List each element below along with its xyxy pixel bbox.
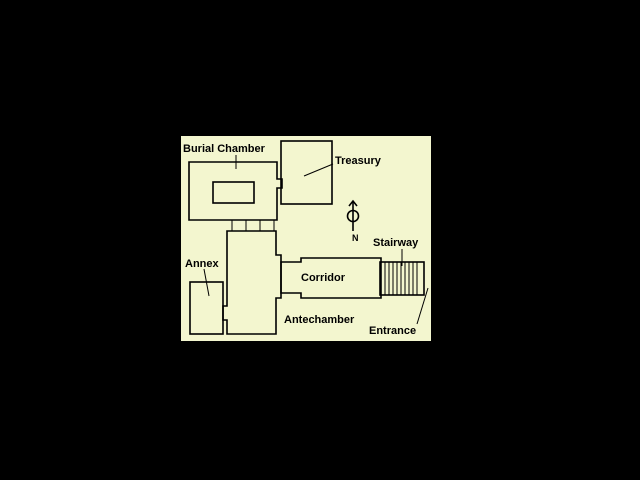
tomb-floor-plan: Burial Chamber Treasury Stairway Annex C… <box>181 136 431 341</box>
burial-chamber-wall <box>188 161 283 221</box>
label-corridor: Corridor <box>301 272 346 284</box>
entrance-leader <box>416 287 429 325</box>
corridor-wall <box>280 257 382 299</box>
treasury-leader <box>303 163 334 177</box>
label-burial-chamber: Burial Chamber <box>183 143 266 155</box>
treasury-wall <box>280 140 333 205</box>
stairway-steps <box>384 262 418 295</box>
annex-leader <box>203 268 210 297</box>
compass-label: N <box>352 233 359 243</box>
label-entrance: Entrance <box>369 325 416 337</box>
label-treasury: Treasury <box>335 155 382 167</box>
label-antechamber: Antechamber <box>284 314 355 326</box>
north-arrow-icon <box>346 199 360 231</box>
label-stairway: Stairway <box>373 237 419 249</box>
sarcophagus-shape <box>212 181 255 204</box>
label-annex: Annex <box>185 258 220 270</box>
